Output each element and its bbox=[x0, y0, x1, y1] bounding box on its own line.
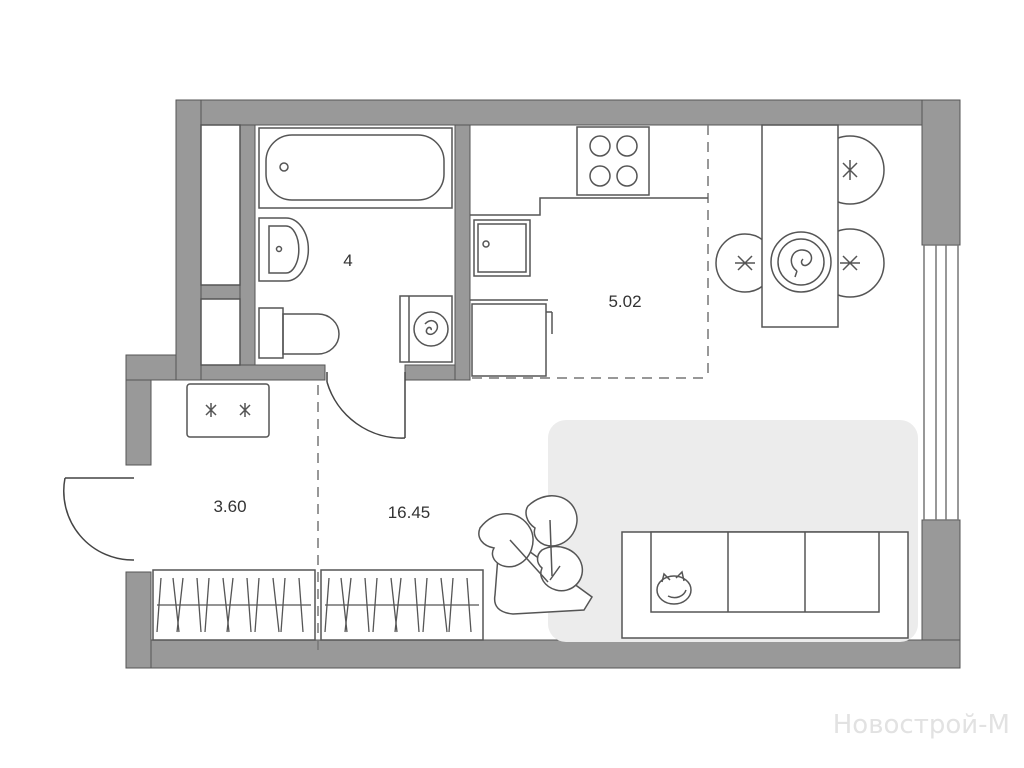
living-room-area-label: 16.45 bbox=[388, 503, 431, 522]
watermark: Новострой-М bbox=[833, 710, 1010, 740]
sink-icon bbox=[258, 217, 310, 282]
bathroom-area-label: 4 bbox=[343, 251, 352, 270]
kitchen-counter bbox=[470, 197, 708, 301]
cat-icon bbox=[656, 570, 692, 605]
wardrobe-icon bbox=[200, 124, 241, 366]
interior-walls bbox=[200, 124, 471, 381]
kitchen-area-label: 5.02 bbox=[608, 292, 641, 311]
zone-dividers bbox=[317, 125, 709, 650]
bathroom-door-icon[interactable] bbox=[326, 372, 406, 439]
plant-icon bbox=[478, 495, 594, 615]
washing-machine-icon bbox=[399, 295, 453, 363]
sofa-icon bbox=[621, 531, 909, 639]
stove-icon bbox=[576, 126, 650, 196]
kitchen-sink-icon bbox=[473, 219, 531, 277]
wardrobe-hangers bbox=[156, 577, 479, 633]
window-icon bbox=[923, 244, 959, 521]
toilet-icon bbox=[258, 307, 340, 359]
dining-table-icon bbox=[761, 124, 839, 328]
hallway-area-label: 3.60 bbox=[213, 497, 246, 516]
fridge-icon bbox=[471, 303, 553, 377]
bathtub-icon bbox=[258, 127, 453, 209]
bench-icon bbox=[186, 383, 270, 438]
entrance-door-icon[interactable] bbox=[63, 477, 135, 561]
outer-walls bbox=[125, 99, 961, 669]
